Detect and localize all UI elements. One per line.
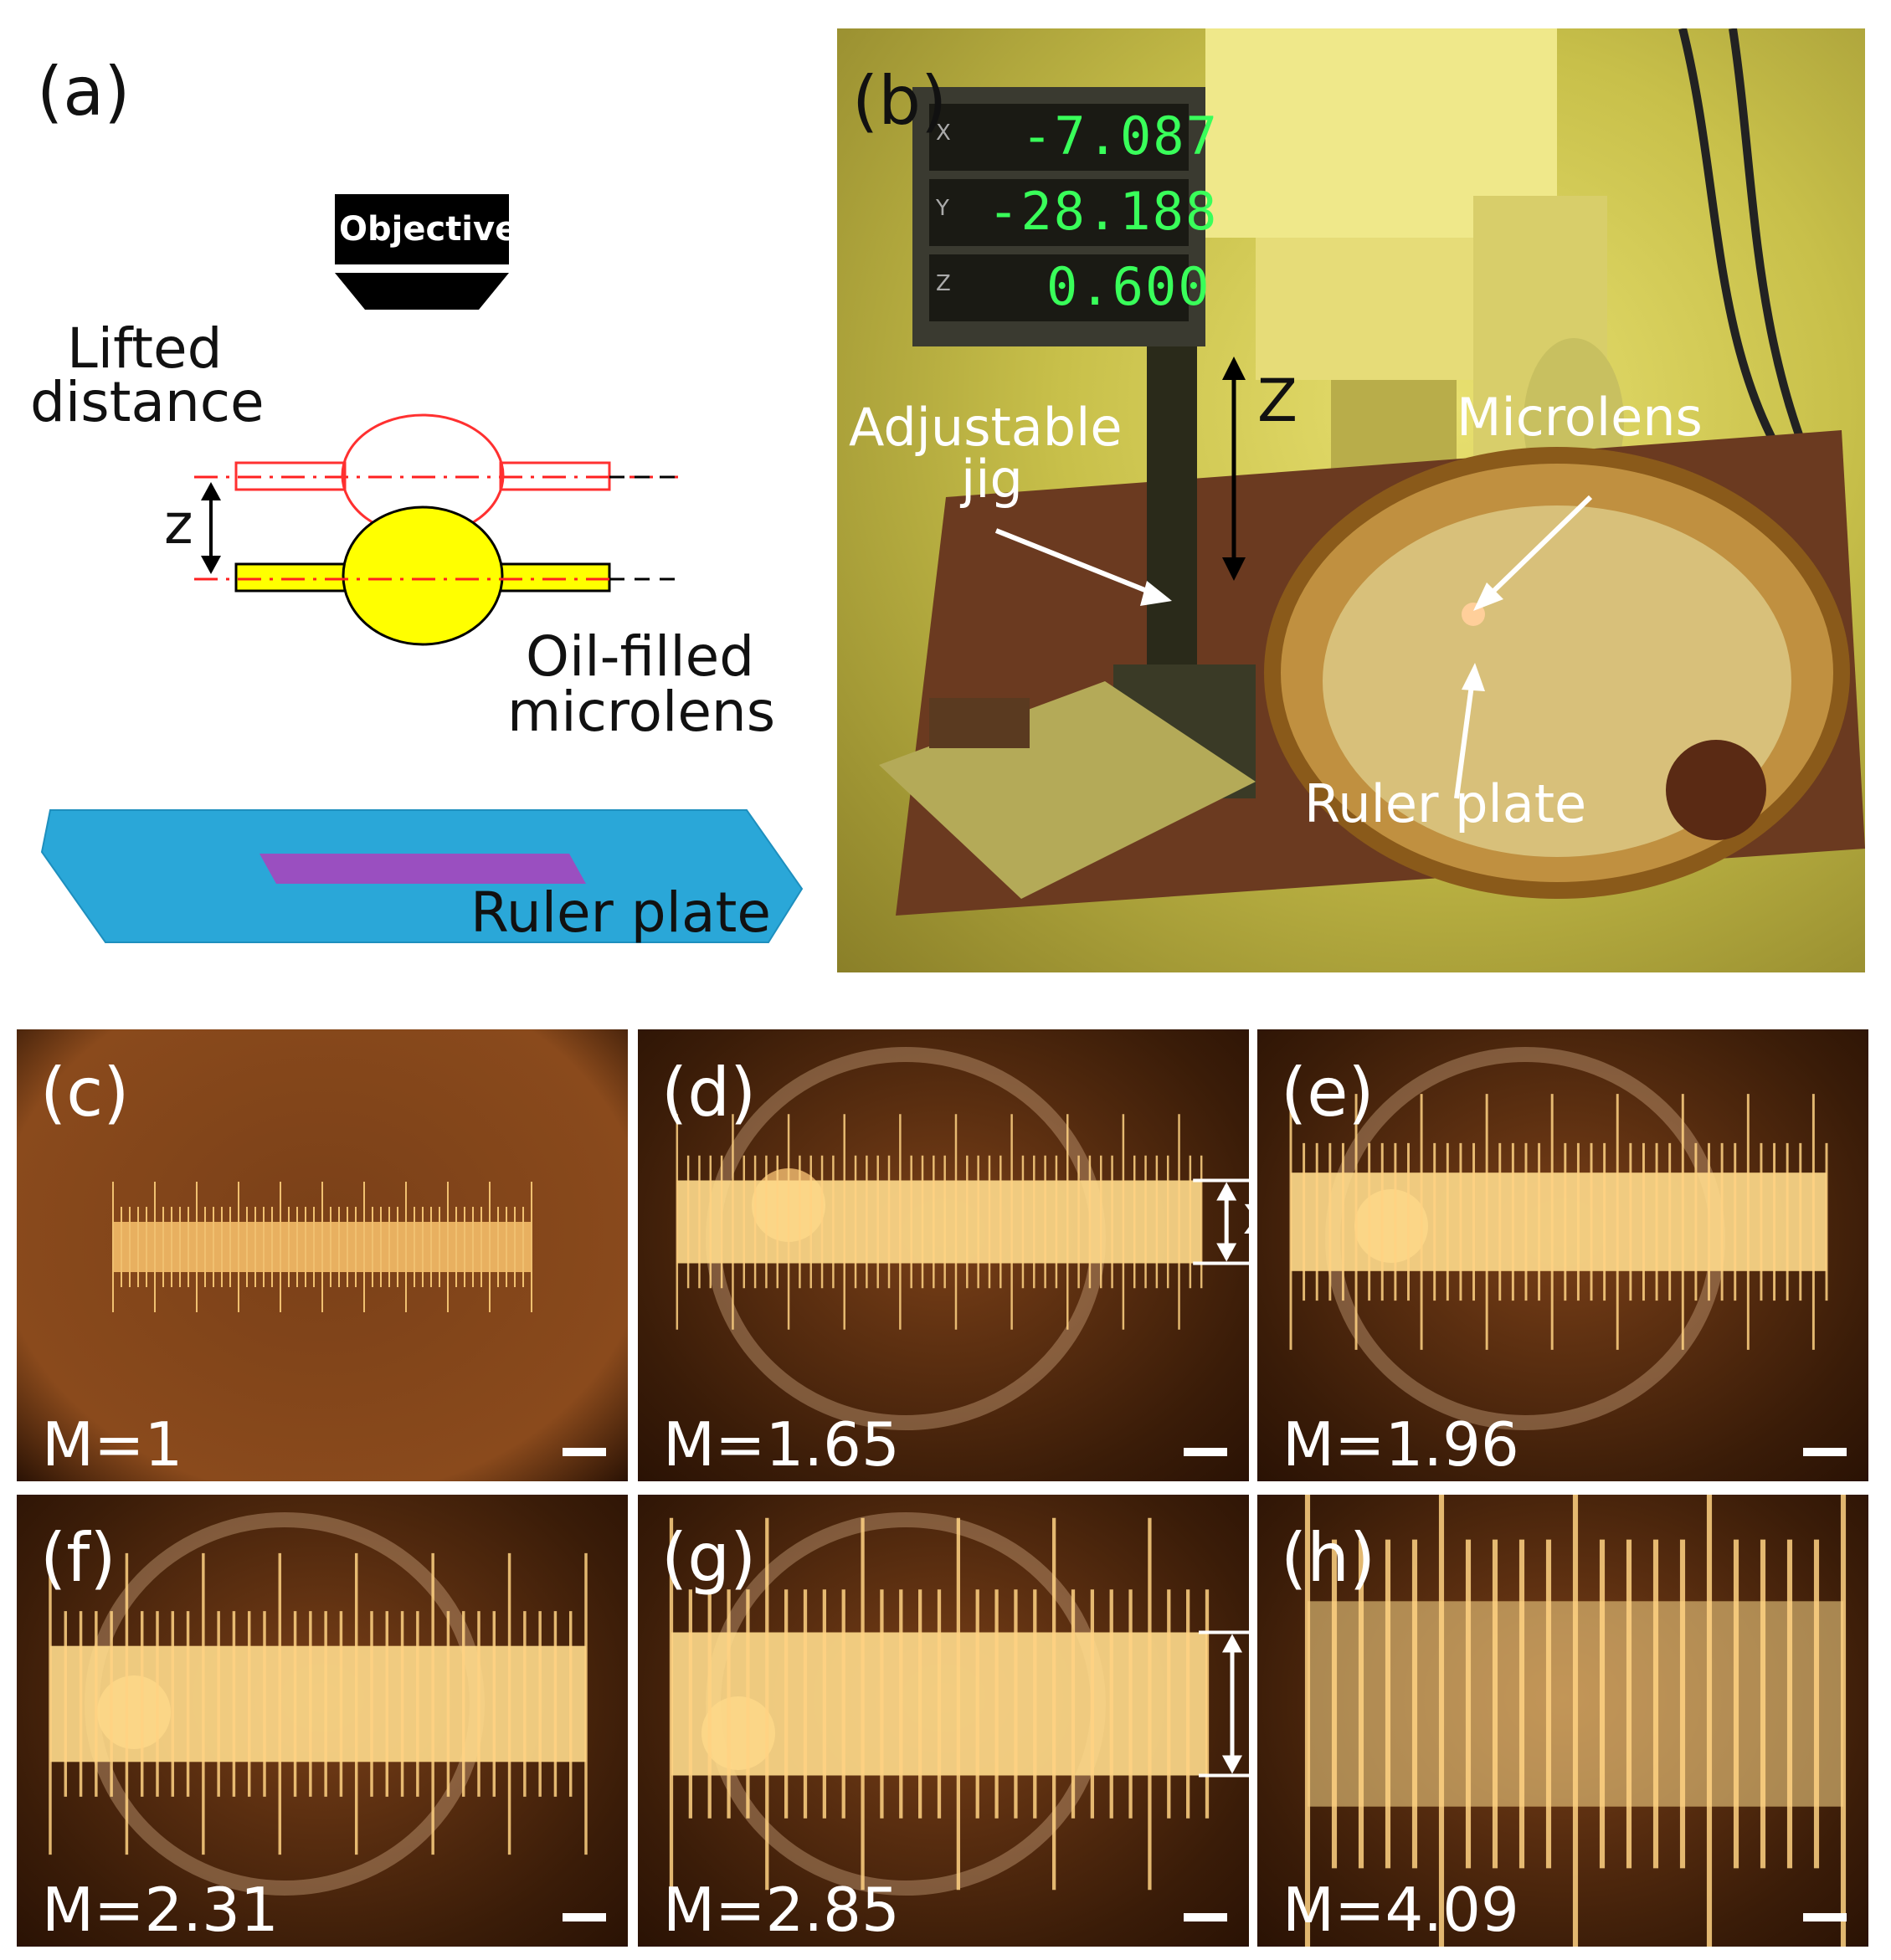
ruler-plate-photo-label: Ruler plate — [1304, 773, 1587, 834]
panel-label: (d) — [661, 1054, 757, 1131]
readout-y: -28.188 — [988, 181, 1219, 242]
measure-arrowhead — [1222, 1634, 1242, 1653]
objective-tip — [335, 273, 509, 310]
ruler-band — [50, 1645, 586, 1762]
oil-filled-label-2: microlens — [507, 680, 776, 744]
ruler-band — [1291, 1172, 1827, 1271]
readout-x-axis: X — [936, 121, 951, 146]
objective-body — [335, 194, 509, 264]
panel-label: (c) — [40, 1054, 130, 1131]
oil-filled-label-1: Oil-filled — [526, 624, 755, 689]
scale-bar — [1803, 1913, 1847, 1922]
magnification-label: M=4.09 — [1282, 1875, 1519, 1945]
measure-arrowhead — [1216, 1243, 1237, 1262]
panel-a-diagram — [40, 194, 804, 943]
micrograph-d: x1 (d) M=1.65 — [638, 1029, 1249, 1481]
micrograph-g: x2(g)M=2.85 — [638, 1495, 1249, 1947]
readout-z-axis: Z — [936, 271, 951, 296]
panel-label: (e) — [1281, 1054, 1375, 1131]
scale-bar — [1803, 1448, 1847, 1456]
magnification-label: M=1 — [42, 1409, 183, 1480]
lens-left-arm — [234, 562, 355, 593]
adjustable-jig-post — [1147, 321, 1197, 698]
panel-label: (f) — [40, 1519, 116, 1597]
lens-right-arm — [491, 562, 611, 593]
magnification-label: M=1.65 — [663, 1409, 900, 1480]
measure-symbol: x — [1243, 1185, 1249, 1247]
adjustable-jig-label-1: Adjustable — [849, 397, 1123, 458]
readout-y-axis: Y — [936, 196, 949, 221]
micrograph-f: (f) M=2.31 — [17, 1495, 628, 1947]
readout-z: 0.600 — [1046, 256, 1211, 317]
z-label: z — [164, 492, 193, 557]
measure-label: x1 — [1243, 1185, 1249, 1254]
panel-b-label: (b) — [852, 62, 948, 140]
objective-label: Objective — [339, 210, 518, 249]
magnification-label: M=2.31 — [42, 1875, 279, 1945]
measure-arrowhead — [1222, 1755, 1242, 1774]
microlens-label: Microlens — [1457, 387, 1703, 448]
measure-arrowhead — [1216, 1182, 1237, 1201]
scale-bar — [1184, 1913, 1227, 1922]
scale-bar — [563, 1448, 606, 1456]
micrograph-e: (e) M=1.96 — [1257, 1029, 1868, 1481]
scale-bar — [563, 1913, 606, 1922]
lifted-left-arm — [234, 461, 347, 491]
panel-b-photo: X -7.087 Y -28.188 Z 0.600 (b) Z Adjusta… — [837, 28, 1865, 972]
ruler-band — [676, 1180, 1202, 1264]
readout-x: -7.087 — [1021, 105, 1219, 167]
lifted-distance-label-1: Lifted — [67, 316, 223, 381]
micrograph-h: (h) M=4.09 — [1257, 1495, 1868, 1947]
magnification-label: M=1.96 — [1282, 1409, 1519, 1480]
scale-bar — [1184, 1448, 1227, 1456]
ruler-marks — [259, 854, 586, 884]
panel-label: (g) — [661, 1519, 757, 1597]
magnification-label: M=2.85 — [663, 1875, 900, 1945]
adjustable-jig-label-2: jig — [961, 449, 1023, 510]
micrograph-c: (c) M=1 — [17, 1029, 628, 1481]
panel-a-label: (a) — [37, 53, 131, 131]
z-travel-label: Z — [1257, 367, 1297, 435]
panel-label: (h) — [1281, 1519, 1376, 1597]
ruler-plate-label: Ruler plate — [470, 880, 771, 945]
lifted-distance-label-2: distance — [30, 370, 265, 434]
